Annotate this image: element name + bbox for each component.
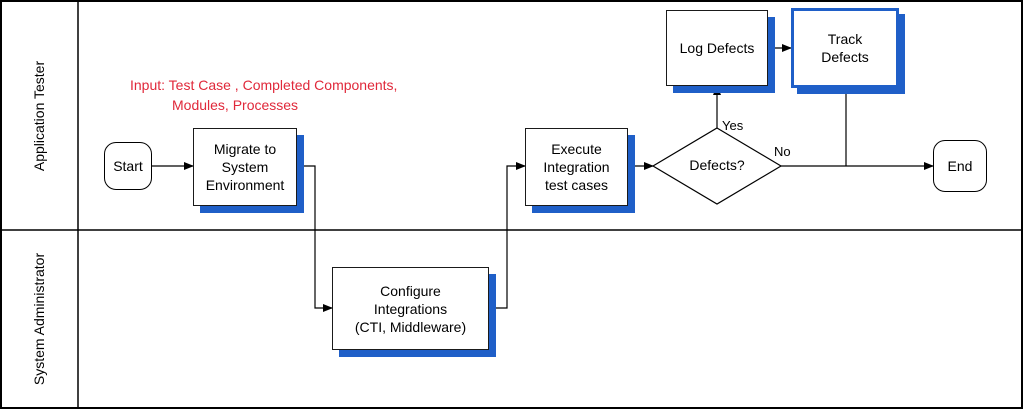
end-label: End xyxy=(947,158,973,174)
edge-configure-to-execute xyxy=(489,162,526,309)
log-defects-label: Log Defects xyxy=(679,40,755,56)
configure-line2: Integrations xyxy=(373,300,448,317)
input-note: Input: Test Case , Completed Components,… xyxy=(130,75,397,115)
start-terminal: Start xyxy=(104,142,152,190)
lane-label-text: System Administrator xyxy=(31,252,48,386)
configure-line3: (CTI, Middleware) xyxy=(354,318,467,335)
track-defects-process: Track Defects xyxy=(791,8,899,88)
lane-label-text: Application Tester xyxy=(31,60,47,171)
edge-migrate-to-configure xyxy=(297,165,333,312)
input-note-line1: Input: Test Case , Completed Components, xyxy=(130,77,398,93)
track-line1: Track xyxy=(827,31,863,47)
execute-process: Execute Integration test cases xyxy=(525,128,628,206)
no-label: No xyxy=(774,144,791,159)
decision-label: Defects? xyxy=(689,157,745,173)
track-line2: Defects xyxy=(821,49,869,65)
execute-line1: Execute xyxy=(551,141,602,157)
configure-line1: Configure xyxy=(380,282,441,299)
migrate-line3: Environment xyxy=(205,177,285,193)
configure-process: Configure Integrations (CTI, Middleware) xyxy=(332,267,489,350)
start-label: Start xyxy=(113,158,143,174)
migrate-line1: Migrate to xyxy=(213,141,277,157)
migrate-line2: System xyxy=(221,159,269,175)
migrate-process: Migrate to System Environment xyxy=(193,128,297,206)
lane-label-system-administrator: System Administrator xyxy=(0,230,78,408)
execute-line2: Integration xyxy=(543,159,610,175)
input-note-line2: Modules, Processes xyxy=(172,97,299,113)
log-defects-process: Log Defects xyxy=(666,10,768,86)
yes-label: Yes xyxy=(722,118,744,133)
decision-diamond xyxy=(651,127,783,205)
end-terminal: End xyxy=(933,140,987,192)
lane-label-application-tester: Application Tester xyxy=(0,1,78,230)
execute-line3: test cases xyxy=(544,177,608,193)
